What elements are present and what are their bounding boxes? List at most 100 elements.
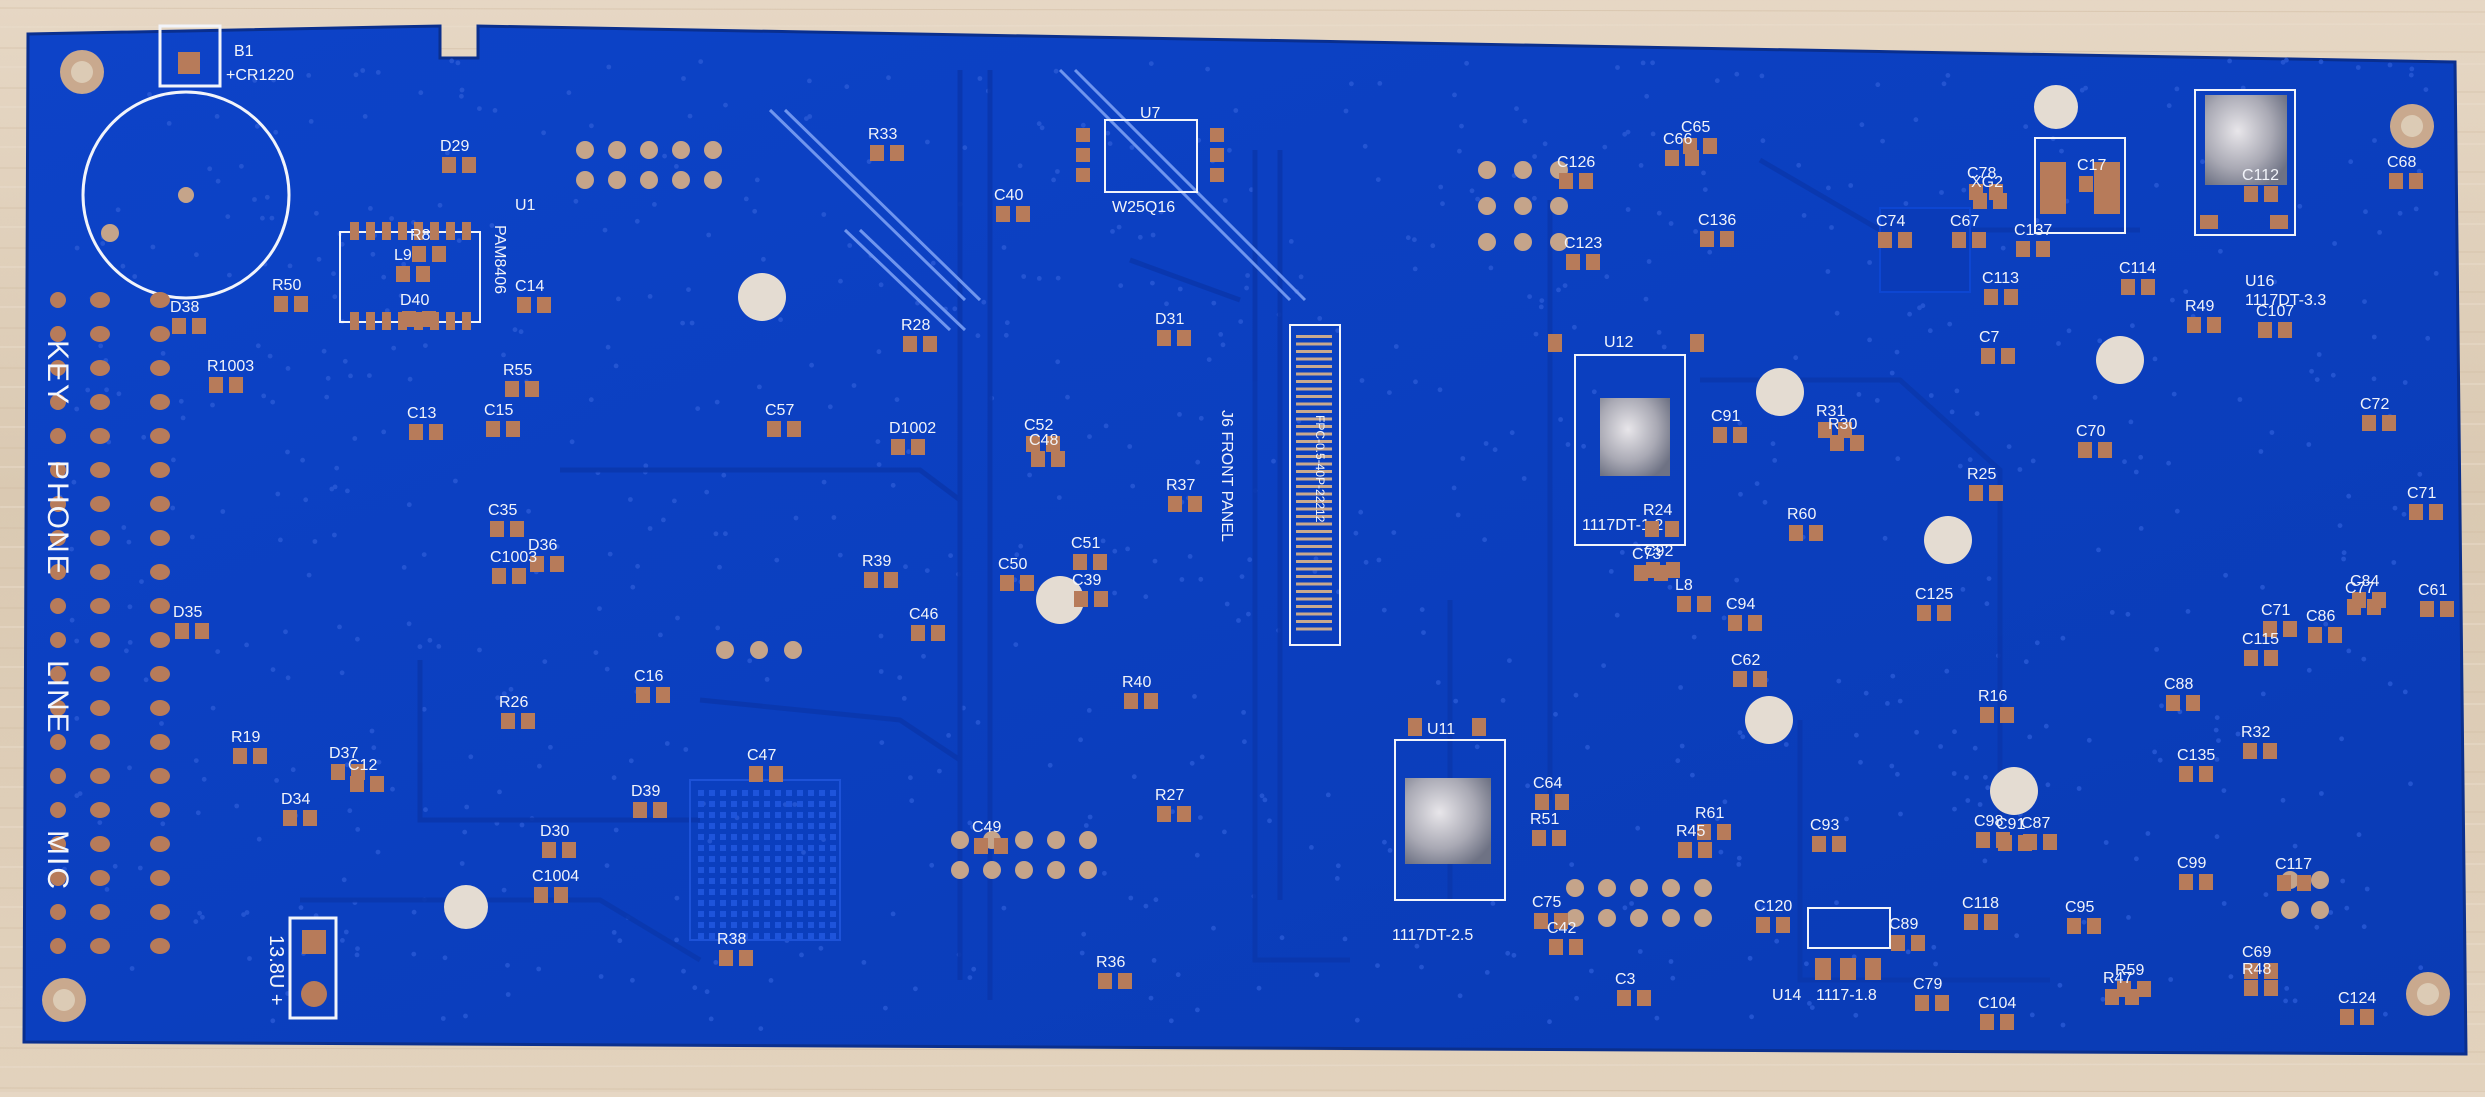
ref-r24: R24 [1643,502,1672,519]
smd-pad [1683,138,1697,154]
via [440,1016,446,1021]
via [2314,377,2320,382]
smd-pad [656,687,670,703]
thermal-via [830,801,836,807]
via [2318,59,2324,65]
via [1381,607,1387,613]
fpc-pin [1296,530,1332,533]
via [1377,81,1383,86]
thermal-via [764,790,770,796]
smd-pad [554,887,568,903]
via [1222,198,1228,203]
via [2391,560,2397,565]
smd-pad [1698,842,1712,858]
via [704,489,710,495]
via [1533,331,1539,337]
thermal-via [797,812,803,818]
via [2227,58,2233,64]
via [883,1005,888,1011]
thermal-via [720,812,726,818]
ref-r55: R55 [503,362,532,379]
ref-c62: C62 [1731,652,1760,669]
smd-pad [1094,591,1108,607]
via [1317,316,1323,321]
via [1131,774,1137,780]
smd-pad [903,336,917,352]
th-pad [750,641,768,659]
via [1601,663,1606,668]
via [1974,411,1980,416]
via [569,439,575,445]
via [505,992,511,997]
via [2332,241,2338,246]
via [1325,792,1331,798]
ref-r16: R16 [1978,688,2007,705]
thermal-via [786,845,792,851]
smd-pad [501,713,515,729]
via [674,164,679,169]
via [764,677,770,682]
via [1393,344,1399,349]
via [2168,977,2174,982]
via [930,260,936,266]
smd-pad [1733,427,1747,443]
via [2355,65,2361,70]
via [1001,245,1007,250]
via [1914,729,1919,735]
smd-pad [412,246,426,262]
smd-pad [1617,990,1631,1006]
via [1875,82,1881,88]
ref-c17: C17 [2077,157,2106,174]
via [1224,601,1230,607]
via [1391,530,1397,535]
via [1759,73,1765,79]
smd-pad [2244,186,2258,202]
via [254,123,260,129]
via [2023,659,2029,665]
via [1960,587,1966,592]
via [1452,92,1457,98]
thermal-via [742,812,748,818]
smd-pad [1697,824,1711,840]
via [981,299,987,305]
via [2316,352,2322,357]
ref-c71: C71 [2261,602,2290,619]
via [903,564,908,570]
via [1453,698,1459,704]
thermal-via [786,911,792,917]
via [1021,274,1027,279]
thermal-via [775,900,781,906]
edge-pad [90,292,110,308]
ref-c112: C112 [2242,167,2279,184]
ref-d35: D35 [173,604,202,621]
via [975,333,981,339]
thermal-via [797,845,803,851]
via [270,1018,276,1024]
via [611,930,617,935]
smd-pad [1917,605,1931,621]
via [723,102,728,108]
via [2363,209,2368,215]
smd-pad [1937,605,1951,621]
th-pad [1478,233,1496,251]
thermal-via [786,801,792,807]
edge-pad [90,938,110,954]
via [1469,188,1475,194]
thermal-via [731,900,737,906]
edge-pad [90,802,110,818]
smd-pad [1984,289,1998,305]
smd-pad [537,297,551,313]
regulator-u11 [1394,718,1506,901]
fpc-pin [1296,597,1332,601]
edge-pad [90,632,110,648]
thermal-via [731,867,737,873]
thermal-via [764,845,770,851]
via [2292,843,2298,849]
via [1353,530,1359,536]
via [1259,793,1265,799]
th-pad [576,171,594,189]
via [321,348,327,354]
via [721,472,727,478]
th-pad [1015,831,1033,849]
via [2346,493,2352,499]
